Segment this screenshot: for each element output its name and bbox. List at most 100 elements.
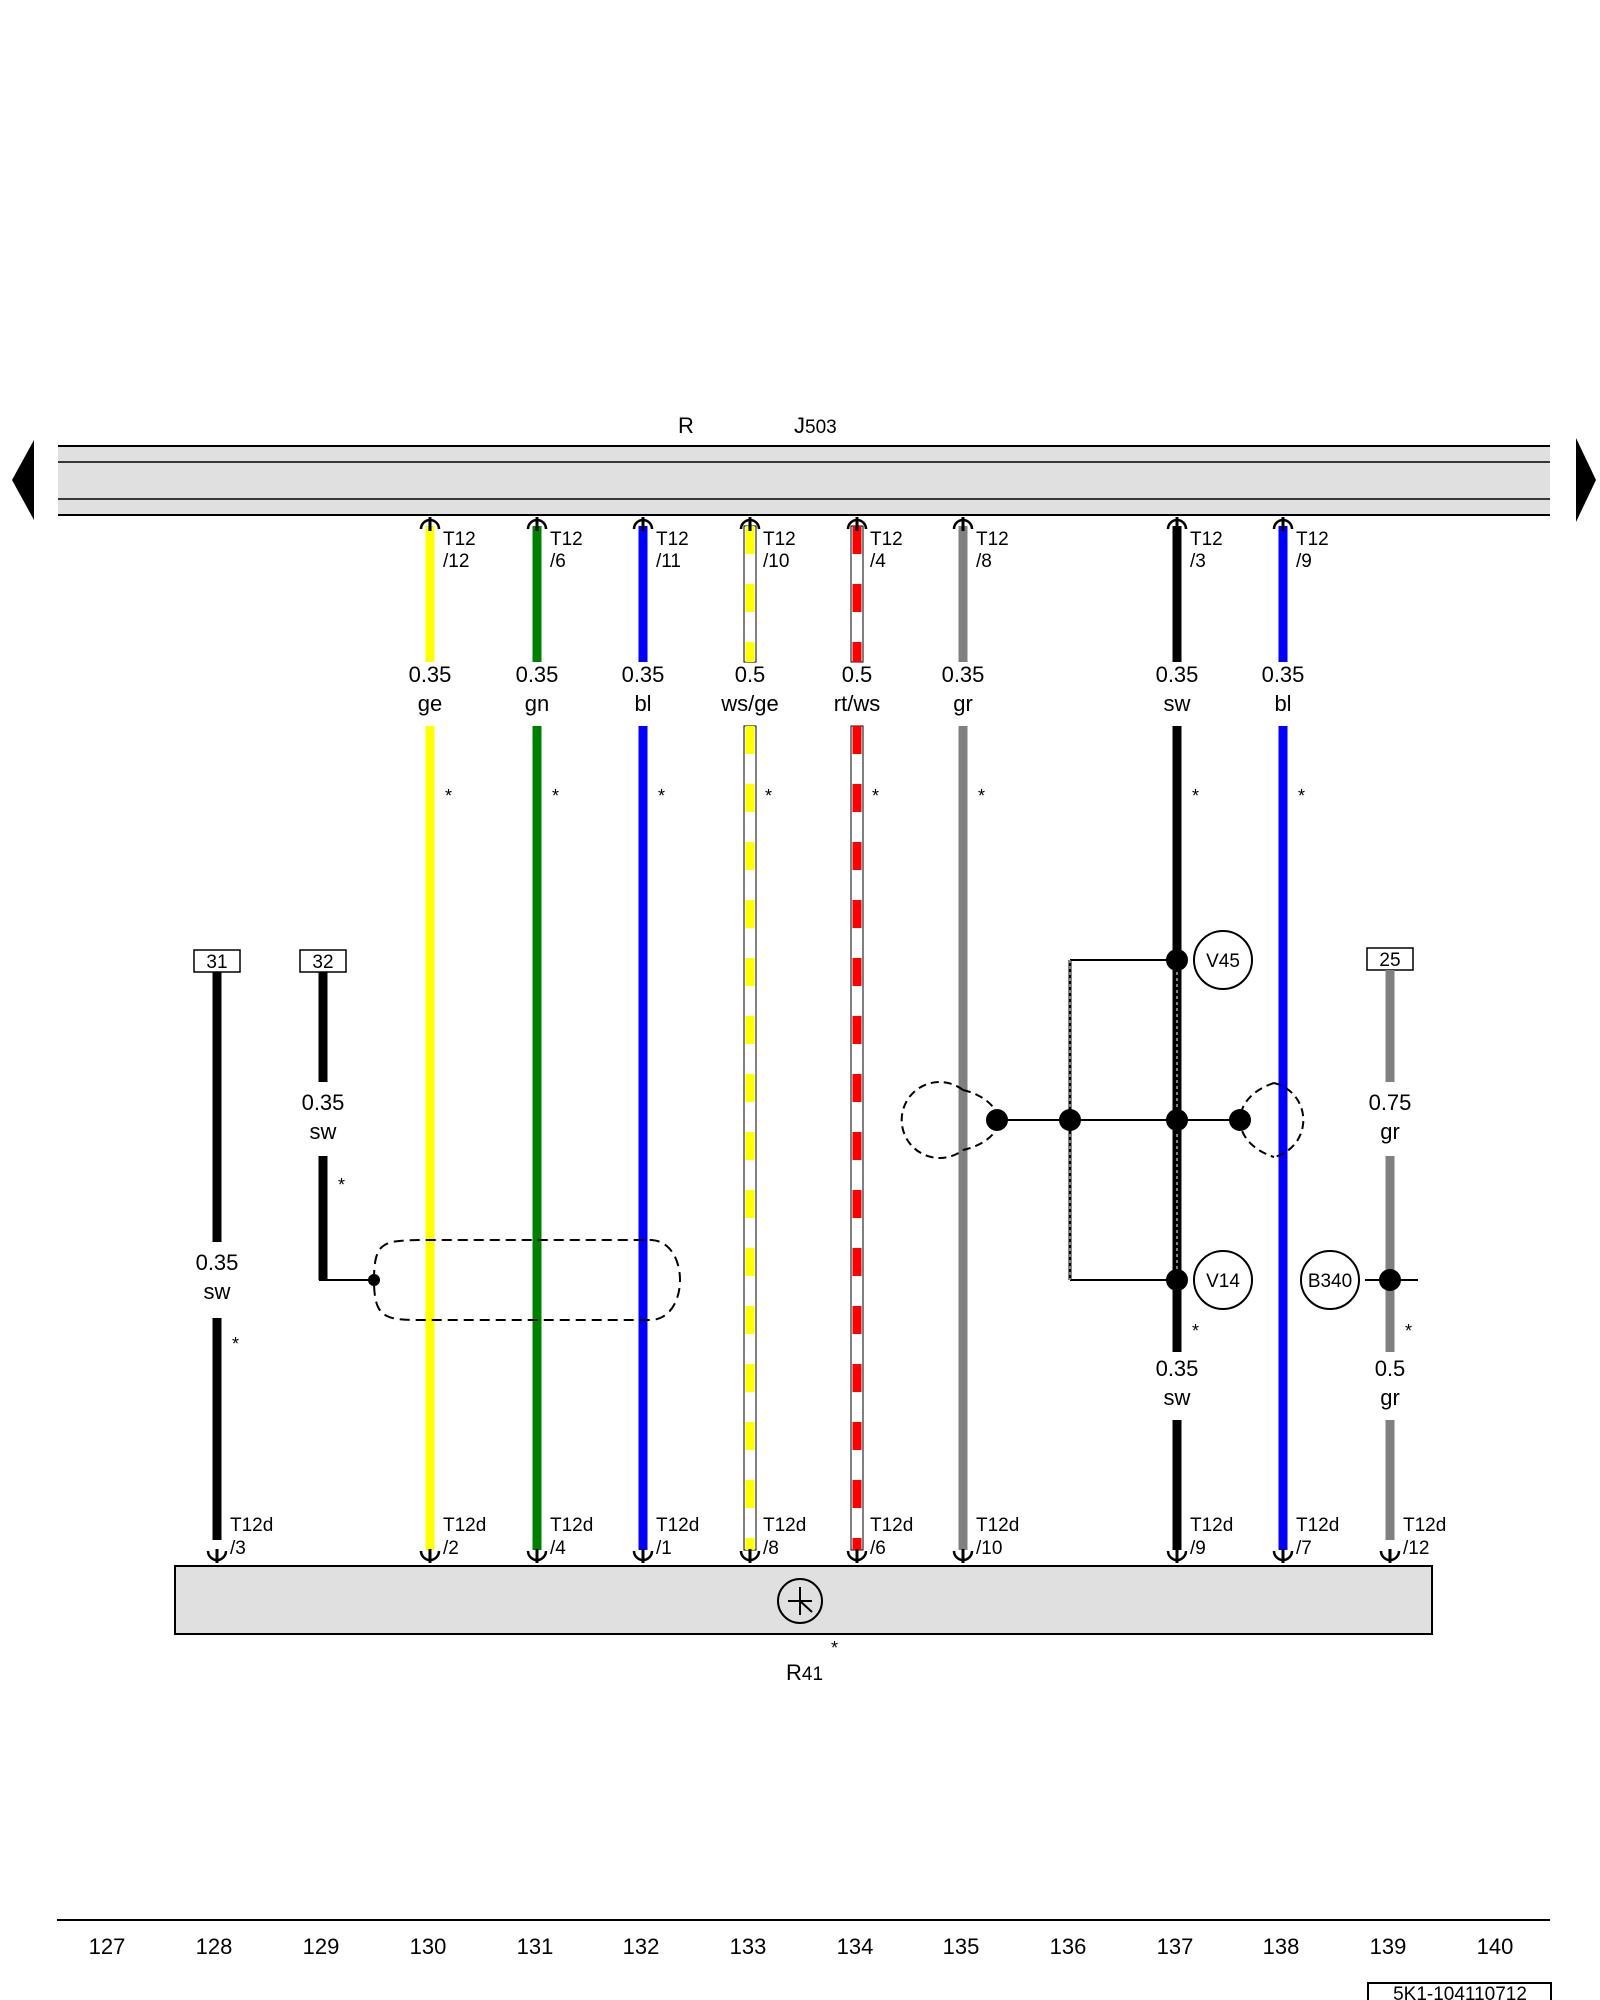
wire-131-top-connector: T12	[550, 529, 583, 550]
junction-network	[900, 949, 1305, 1291]
wire-139-color-code: gr	[1380, 1119, 1400, 1144]
component-symbol-icon	[777, 1578, 823, 1624]
v14-circle	[1193, 1250, 1253, 1310]
wire-138-color-code: bl	[1274, 691, 1291, 716]
wire-132-bottom-pin-icon	[632, 1549, 654, 1563]
ruler-number-136: 136	[1050, 1934, 1087, 1959]
wire-135-asterisk: *	[978, 786, 985, 806]
wire-135-size: 0.35	[942, 662, 985, 687]
wire-130-bottom-pin-icon	[419, 1549, 441, 1563]
wire-137-bottom-pin-icon	[1166, 1549, 1188, 1563]
ruler-number-138: 138	[1263, 1934, 1300, 1959]
page-previous-arrow-icon[interactable]	[12, 440, 34, 520]
top-unit-label-j: J503	[794, 413, 837, 438]
wire-132-asterisk: *	[658, 786, 665, 806]
ruler-number-140: 140	[1477, 1934, 1514, 1959]
wire-135-color-code: gr	[953, 691, 973, 716]
junction-dot-left	[986, 1109, 1008, 1131]
wire-129-color-code: sw	[310, 1119, 337, 1144]
wire-133-bottom-pin: /8	[763, 1538, 779, 1559]
wire-131-asterisk: *	[552, 786, 559, 806]
ruler-number-131: 131	[517, 1934, 554, 1959]
junction-dot-wire-137	[1166, 1109, 1188, 1131]
b340-circle	[1300, 1250, 1360, 1310]
wire-138-size: 0.35	[1262, 662, 1305, 687]
wire-131-top-pin: /6	[550, 551, 566, 572]
ruler-number-135: 135	[943, 1934, 980, 1959]
wire-134-asterisk: *	[872, 786, 879, 806]
b340-label: B340	[1308, 1271, 1352, 1292]
wire-134-bottom-pin: /6	[870, 1538, 886, 1559]
wire-135-bottom-pin-icon	[952, 1549, 974, 1563]
wire-138-bottom-pin: /7	[1296, 1538, 1312, 1559]
wire-132-bottom-connector: T12d	[656, 1515, 699, 1536]
bottom-unit-label-subscript: 41	[802, 1664, 823, 1685]
wire-138-top-pin-icon	[1272, 517, 1294, 531]
wire-137-asterisk: *	[1192, 786, 1199, 806]
bottom-unit-asterisk: *	[831, 1638, 838, 1658]
wire-137-color-code: sw	[1164, 691, 1191, 716]
top-control-unit	[58, 445, 1550, 516]
wire-139-size: 0.75	[1369, 1090, 1412, 1115]
wire-139-bottom-pin-icon	[1379, 1549, 1401, 1563]
wire-130-bottom-connector: T12d	[443, 1515, 486, 1536]
wire-129-size: 0.35	[302, 1090, 345, 1115]
bottom-unit-label-letter: R	[786, 1660, 802, 1685]
wire-135-bottom-connector: T12d	[976, 1515, 1019, 1536]
cable-shield	[372, 1239, 681, 1321]
wire-137-bottom-connector: T12d	[1190, 1515, 1233, 1536]
wire-128-bottom-connector: T12d	[230, 1515, 273, 1536]
wire-133-top-connector: T12	[763, 529, 796, 550]
v45-circle	[1193, 930, 1253, 990]
wire-130-top-pin-icon	[419, 517, 441, 531]
wire-134-top-pin: /4	[870, 551, 886, 572]
wire-139-asterisk: *	[1405, 1321, 1412, 1341]
terminal-25-label: 25	[1379, 950, 1400, 971]
shield-left-arc	[900, 1081, 999, 1159]
wire-139-bottom-connector: T12d	[1403, 1515, 1446, 1536]
wire-131-top-pin-icon	[526, 517, 548, 531]
wire-137-top-pin-icon	[1166, 517, 1188, 531]
junction-dot-right	[1229, 1109, 1251, 1131]
wires-layer: 0.35ge*0.35gn*0.35bl*0.5ws/ge*0.5rt/ws*0…	[409, 525, 1305, 1551]
wire-128-size: 0.35	[196, 1250, 239, 1275]
wire-131-bottom-pin-icon	[526, 1549, 548, 1563]
wire-135-top-connector: T12	[976, 529, 1009, 550]
wire-128-asterisk: *	[232, 1334, 239, 1354]
ruler-number-133: 133	[730, 1934, 767, 1959]
wire-128-bottom-pin: /3	[230, 1538, 246, 1559]
wire-131-bottom-connector: T12d	[550, 1515, 593, 1536]
v14-label: V14	[1206, 1271, 1240, 1292]
top-unit-label-j-subscript: 503	[805, 417, 837, 438]
wire-133-color-code: ws/ge	[720, 691, 778, 716]
wire-138-top-pin: /9	[1296, 551, 1312, 572]
document-code: 5K1-104110712	[1393, 1984, 1527, 2000]
wire-133-top-pin-icon	[739, 517, 761, 531]
v45-label: V45	[1206, 951, 1240, 972]
wire-130-asterisk: *	[445, 786, 452, 806]
wire-131-bottom-pin: /4	[550, 1538, 566, 1559]
wire-137-top-connector: T12	[1190, 529, 1223, 550]
wire-132-color-code: bl	[634, 691, 651, 716]
wire-130-top-connector: T12	[443, 529, 476, 550]
junction-dot-center	[1059, 1109, 1081, 1131]
wire-138-bottom-pin-icon	[1272, 1549, 1294, 1563]
ruler-number-137: 137	[1157, 1934, 1194, 1959]
v45-junction-dot	[1166, 949, 1188, 971]
wire-133-size: 0.5	[735, 662, 766, 687]
wire-138-asterisk: *	[1298, 786, 1305, 806]
wire-134-top-connector: T12	[870, 529, 903, 550]
ruler-number-132: 132	[623, 1934, 660, 1959]
wire-137-bottom-pin: /9	[1190, 1538, 1206, 1559]
wire-130-bottom-pin: /2	[443, 1538, 459, 1559]
wire-132-top-pin: /11	[656, 551, 681, 572]
wire-137-size: 0.35	[1156, 662, 1199, 687]
wire-137-lower-size: 0.35	[1156, 1356, 1199, 1381]
wire-131-color-code: gn	[525, 691, 549, 716]
wire-139-bottom-pin: /12	[1403, 1538, 1429, 1559]
page-next-arrow-icon[interactable]	[1576, 438, 1596, 522]
ruler-number-130: 130	[410, 1934, 447, 1959]
ruler-number-139: 139	[1370, 1934, 1407, 1959]
